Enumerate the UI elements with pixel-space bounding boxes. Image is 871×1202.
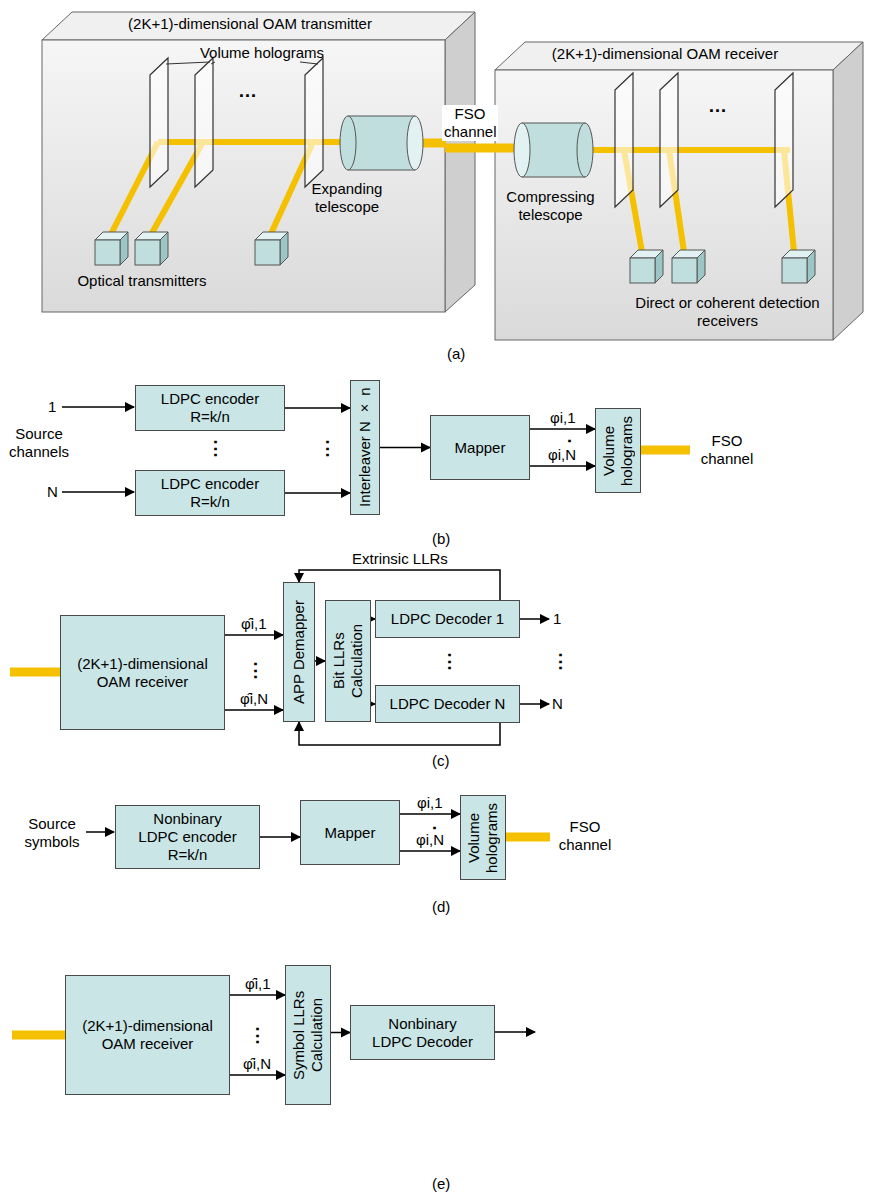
optical-beam: [445, 144, 495, 153]
box-label: LDPC Decoder N: [390, 695, 506, 713]
part-label: Compressing telescope: [503, 188, 598, 224]
ellipsis-mark: …: [238, 80, 257, 103]
ellipsis-mark: ⋮: [206, 438, 225, 461]
text-label: (d): [432, 898, 450, 916]
text-label: N: [47, 483, 58, 501]
box-label: Mapper: [455, 439, 506, 457]
ellipsis-mark: ⋮: [551, 651, 570, 674]
signal-arrow: [380, 447, 430, 449]
part-label: Optical transmitters: [62, 272, 222, 290]
transmitter-housing: [42, 12, 475, 312]
process-box: Symbol LLRs Calculation: [285, 965, 331, 1105]
process-box: Nonbinary LDPC encoder R=k/n: [115, 805, 260, 869]
box-label: LDPC encoder R=k/n: [160, 390, 260, 426]
box-label: Mapper: [325, 824, 376, 842]
process-box: APP Demapper: [283, 582, 315, 722]
box-label: Volume holograms: [465, 800, 501, 875]
part-label: Expanding telescope: [292, 180, 402, 216]
signal-arrow: [530, 428, 595, 430]
process-box: (2K+1)-dimensional OAM receiver: [65, 975, 230, 1095]
box-label: (2K+1)-dimensional OAM receiver: [73, 655, 213, 691]
edge-label: φ̂i,N: [238, 690, 270, 708]
text-label: (b): [432, 530, 450, 548]
receiver-optics: [494, 73, 815, 283]
process-box: Volume holograms: [460, 795, 506, 880]
edge-label: φ̂i,N: [241, 1055, 273, 1073]
part-label: Direct or coherent detection receivers: [630, 294, 825, 330]
signal-arrow: [400, 813, 460, 815]
process-box: Mapper: [300, 800, 400, 865]
process-box: LDPC encoder R=k/n: [135, 470, 285, 516]
receiver-housing: [495, 42, 863, 340]
signal-arrow: [299, 722, 500, 745]
signal-arrow: [331, 1032, 350, 1034]
ellipsis-mark: ⋮: [440, 651, 459, 674]
process-box: LDPC Decoder N: [375, 685, 520, 723]
box-label: Nonbinary LDPC Decoder: [370, 1015, 475, 1051]
box-label: LDPC Decoder 1: [391, 610, 504, 628]
box-label: Nonbinary LDPC encoder R=k/n: [135, 810, 240, 864]
box-label: (2K+1)-dimensional OAM receiver: [78, 1017, 218, 1053]
process-box: LDPC encoder R=k/n: [135, 385, 285, 431]
process-box: Nonbinary LDPC Decoder: [350, 1005, 495, 1060]
box-label: LDPC encoder R=k/n: [160, 475, 260, 511]
ellipsis-mark: …: [708, 95, 727, 118]
process-box: Mapper: [430, 415, 530, 480]
text-label: N: [552, 695, 563, 713]
signal-arrow: [260, 836, 300, 838]
ellipsis-mark: ⋮: [318, 438, 337, 461]
signal-arrow: [530, 465, 595, 467]
edge-label: φ̂i,1: [239, 615, 269, 633]
housing-box: (2K+1)-dimensional OAM receiverCompressi…: [495, 70, 833, 340]
text-label: 1: [553, 610, 561, 628]
signal-arrow: [230, 994, 285, 996]
optical-beams: [10, 450, 690, 1035]
box-label: (2K+1)-dimensional OAM transmitter: [60, 15, 440, 33]
signal-arrow: [400, 850, 460, 852]
part-label: Volume holograms: [192, 44, 332, 62]
text-label: FSO channel: [555, 818, 615, 854]
signal-arrow: [299, 570, 500, 600]
process-box: (2K+1)-dimensional OAM receiver: [60, 615, 225, 730]
edge-label: φ̂i,1: [243, 975, 273, 993]
ellipsis-mark: ⋮: [246, 660, 265, 683]
box-label: Volume holograms: [600, 413, 636, 488]
signal-arrow: [225, 634, 283, 636]
box-label: (2K+1)-dimensional OAM receiver: [505, 45, 825, 63]
signal-arrow: [285, 492, 350, 494]
text-label: Source symbols: [18, 815, 86, 851]
edge-label: φi,N: [414, 831, 446, 849]
box-label: Interleaver N × n: [356, 385, 374, 510]
signal-arrow: [285, 407, 350, 409]
ellipsis-mark: ⋮: [248, 1025, 267, 1048]
process-box: Interleaver N × n: [350, 380, 380, 515]
text-label: (e): [432, 1175, 450, 1193]
signal-arrow: [230, 1074, 285, 1076]
edge-label: φi,N: [546, 446, 578, 464]
process-box: Volume holograms: [595, 408, 641, 493]
text-label: FSO channel: [697, 432, 757, 468]
text-label: 1: [48, 398, 56, 416]
text-label: (a): [447, 345, 465, 363]
signal-arrow: [225, 709, 283, 711]
edge-label: φi,1: [548, 409, 578, 427]
box-label: Bit LLRs Calculation: [330, 605, 366, 717]
transmitter-optics: [95, 58, 446, 265]
text-label: Source channels: [6, 425, 72, 461]
process-box: LDPC Decoder 1: [375, 600, 520, 638]
box-label: APP Demapper: [290, 587, 308, 717]
process-box: Bit LLRs Calculation: [325, 600, 371, 722]
box-label: Symbol LLRs Calculation: [290, 970, 326, 1100]
edge-label: FSO channel: [442, 105, 498, 141]
signal-arrow: [315, 660, 325, 662]
edge-label: φi,1: [415, 794, 445, 812]
text-label: (c): [432, 752, 450, 770]
edge-label: Extrinsic LLRs: [350, 550, 450, 568]
